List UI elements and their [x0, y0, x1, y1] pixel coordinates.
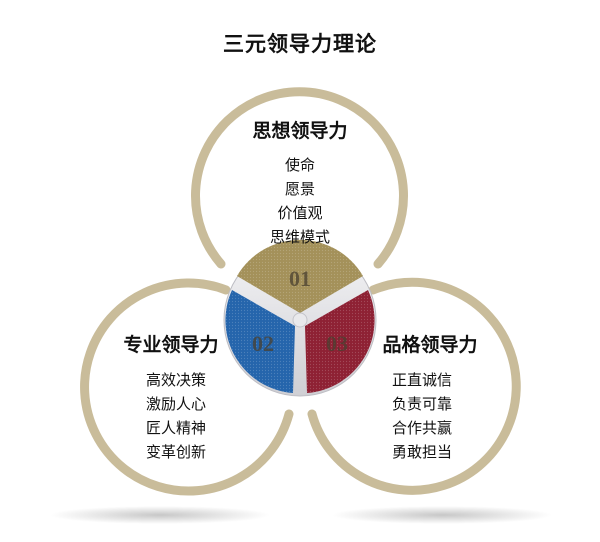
segment-03-number: 03: [326, 331, 348, 356]
list-item: 激励人心: [145, 395, 206, 413]
list-item: 匠人精神: [145, 419, 206, 437]
list-item: 愿景: [284, 180, 315, 198]
right-circle-items: 正直诚信 负责可靠 合作共赢 勇敢担当: [362, 368, 482, 464]
emblem-hub: [292, 312, 308, 328]
right-circle-shadow: [332, 506, 552, 524]
diagram-title: 三元领导力理论: [223, 32, 377, 56]
left-circle-shadow: [50, 506, 270, 524]
list-item: 思维模式: [269, 228, 330, 246]
top-circle-items: 使命 愿景 价值观 思维模式: [240, 153, 360, 249]
list-item: 勇敢担当: [391, 443, 452, 461]
top-circle-ring: [191, 87, 408, 269]
list-item: 使命: [284, 156, 315, 174]
list-item: 变革创新: [145, 443, 206, 461]
left-circle-ring: [80, 278, 294, 496]
segment-02-texture: [225, 290, 295, 393]
segment-03-texture: [305, 290, 375, 393]
list-item: 负责可靠: [391, 395, 452, 413]
right-circle-heading: 品格领导力: [382, 334, 478, 356]
list-item: 高效决策: [145, 371, 206, 389]
segment-02-number: 02: [252, 331, 274, 356]
top-circle-heading: 思想领导力: [252, 120, 348, 142]
center-emblem: 01 02 03: [223, 239, 377, 397]
left-circle-heading: 专业领导力: [123, 334, 219, 356]
list-item: 价值观: [277, 204, 323, 222]
list-item: 合作共赢: [391, 419, 452, 437]
segment-01-number: 01: [289, 266, 311, 291]
right-circle-ring: [307, 277, 521, 495]
list-item: 正直诚信: [391, 371, 452, 389]
left-circle-items: 高效决策 激励人心 匠人精神 变革创新: [116, 368, 236, 464]
segment-01-texture: [237, 239, 363, 313]
